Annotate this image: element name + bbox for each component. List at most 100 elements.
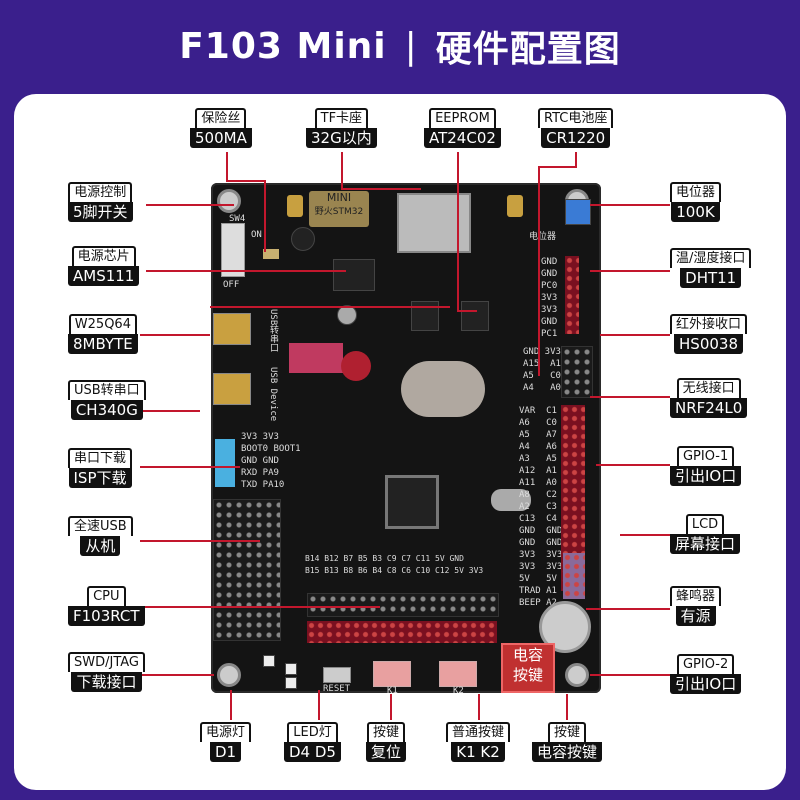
- label-rtc: RTC电池座 CR1220: [538, 108, 614, 148]
- label-buzzer: 蜂鸣器 有源: [670, 586, 722, 626]
- ams1117-chip: [333, 259, 375, 291]
- label-usb-device-top: 全速USB: [68, 516, 133, 536]
- silk-k2: K2: [453, 686, 464, 696]
- label-pot-bottom: 100K: [671, 202, 720, 222]
- led-d5: [285, 677, 297, 689]
- main-crystal: [491, 489, 531, 511]
- silk-isp: 3V3 3V3 BOOT0 BOOT1 GND GND RXD PA9 TXD …: [241, 432, 301, 490]
- capacitor: [337, 305, 357, 325]
- connector-line: [538, 166, 577, 168]
- label-isp: 串口下载 ISP下载: [68, 448, 133, 488]
- label-gpio1: GPIO-1 引出IO口: [670, 446, 742, 486]
- label-lcd: LCD 屏幕接口: [670, 514, 741, 554]
- connector-line: [318, 690, 320, 720]
- crystal: [341, 351, 371, 381]
- connector-line: [146, 270, 346, 272]
- silk-on: ON: [251, 230, 262, 240]
- connector-line: [590, 396, 670, 398]
- connector-line: [140, 674, 214, 676]
- usb-device-connector[interactable]: [213, 373, 251, 405]
- label-touch-key: 按键 电容按键: [532, 722, 603, 762]
- mini-logo-text: MINI: [326, 191, 352, 204]
- label-wireless: 无线接口 NRF24L0: [670, 378, 748, 418]
- label-gpio2-bottom: 引出IO口: [670, 674, 742, 694]
- label-gpio1-top: GPIO-1: [676, 446, 735, 466]
- label-dht-top: 温/湿度接口: [670, 248, 752, 268]
- nrf24l01-header[interactable]: [561, 346, 593, 398]
- label-buzzer-bottom: 有源: [675, 606, 716, 626]
- gpio2-header-lower[interactable]: [307, 621, 497, 643]
- label-rtc-top: RTC电池座: [538, 108, 614, 128]
- k1-button[interactable]: [373, 661, 411, 687]
- label-power-chip: 电源芯片 AMS111: [68, 246, 140, 286]
- connector-line: [390, 694, 392, 720]
- label-swd-top: SWD/JTAG: [68, 652, 145, 672]
- gpio2-header-upper[interactable]: [307, 593, 499, 617]
- power-led: [263, 655, 275, 667]
- jtag-connector[interactable]: [213, 499, 281, 641]
- at24c02-chip: [461, 301, 489, 331]
- label-buzzer-top: 蜂鸣器: [670, 586, 722, 606]
- label-normal-keys-bottom: K1 K2: [451, 742, 505, 762]
- label-led-bottom: D4 D5: [284, 742, 341, 762]
- power-switch[interactable]: [221, 223, 245, 277]
- label-pot-top: 电位器: [670, 182, 722, 202]
- label-reset-key-top: 按键: [367, 722, 406, 742]
- silk-bottom-gpio: B14 B12 B7 B5 B3 C9 C7 C11 5V GND B15 B1…: [305, 554, 484, 575]
- brass-standoff: [507, 195, 523, 217]
- connector-line: [566, 694, 568, 720]
- dht11-header[interactable]: [565, 256, 579, 334]
- label-usb-device-bottom: 从机: [80, 536, 121, 556]
- label-isp-top: 串口下载: [68, 448, 133, 468]
- touch-key-pad[interactable]: 电容 按键: [501, 643, 555, 693]
- silk-usb-device: USB Device: [268, 367, 278, 422]
- connector-line: [230, 690, 232, 720]
- label-dht-bottom: DHT11: [680, 268, 742, 288]
- label-power-led: 电源灯 D1: [200, 722, 252, 762]
- label-flash: W25Q64 8MBYTE: [68, 314, 138, 354]
- k2-button[interactable]: [439, 661, 477, 687]
- label-power-switch-bottom: 5脚开关: [68, 202, 133, 222]
- potentiometer[interactable]: [565, 199, 591, 225]
- connector-line: [226, 152, 228, 180]
- isp-jumper[interactable]: [215, 439, 235, 487]
- label-eeprom-top: EEPROM: [429, 108, 496, 128]
- connector-line: [457, 152, 459, 312]
- reset-button[interactable]: [323, 667, 351, 683]
- label-power-switch: 电源控制 5脚开关: [68, 182, 133, 222]
- mini-logo: MINI 野火STM32: [309, 191, 369, 227]
- pcb-board: MINI 野火STM32 SW4 ON OFF USB转串口 USB Devic…: [211, 183, 601, 696]
- brass-standoff: [287, 195, 303, 217]
- header-title: F103 Mini: [179, 25, 387, 67]
- label-tf-bottom: 32G以内: [306, 128, 377, 148]
- label-tf-top: TF卡座: [314, 108, 369, 128]
- label-flash-top: W25Q64: [68, 314, 137, 334]
- label-power-chip-bottom: AMS111: [68, 266, 140, 286]
- label-pot: 电位器 100K: [670, 182, 722, 222]
- silk-gpio1: VAR C1 A6 C0 A5 A7 A4 A6 A3 A5 A12 A1 A1…: [519, 406, 563, 608]
- connector-line: [264, 180, 266, 252]
- label-wireless-top: 无线接口: [676, 378, 741, 398]
- label-normal-keys-top: 普通按键: [446, 722, 511, 742]
- connector-line: [140, 606, 380, 608]
- fuse-component: [263, 249, 279, 259]
- silk-pot: 电位器: [529, 232, 557, 242]
- silk-nrf: GND 3V3 A15 A1 A5 C0 A4 A0: [523, 347, 561, 393]
- connector-line: [596, 464, 670, 466]
- label-fuse: 保险丝 500MA: [190, 108, 252, 148]
- usb-serial-connector[interactable]: [213, 313, 251, 345]
- label-ir-top: 红外接收口: [670, 314, 748, 334]
- header-subtitle: 硬件配置图: [435, 29, 621, 70]
- label-led-top: LED灯: [287, 722, 338, 742]
- connector-line: [575, 152, 577, 166]
- connector-line: [538, 166, 540, 376]
- label-power-chip-top: 电源芯片: [71, 246, 136, 266]
- silk-usb-serial: USB转串口: [268, 309, 278, 353]
- page-header: F103 Mini | 硬件配置图: [0, 0, 800, 92]
- stm32-cpu-chip: [385, 475, 439, 529]
- label-cpu-bottom: F103RCT: [68, 606, 145, 626]
- connector-line: [586, 608, 670, 610]
- label-cpu: CPU F103RCT: [68, 586, 145, 626]
- connector-line: [210, 306, 450, 308]
- lcd-connector[interactable]: [563, 553, 585, 599]
